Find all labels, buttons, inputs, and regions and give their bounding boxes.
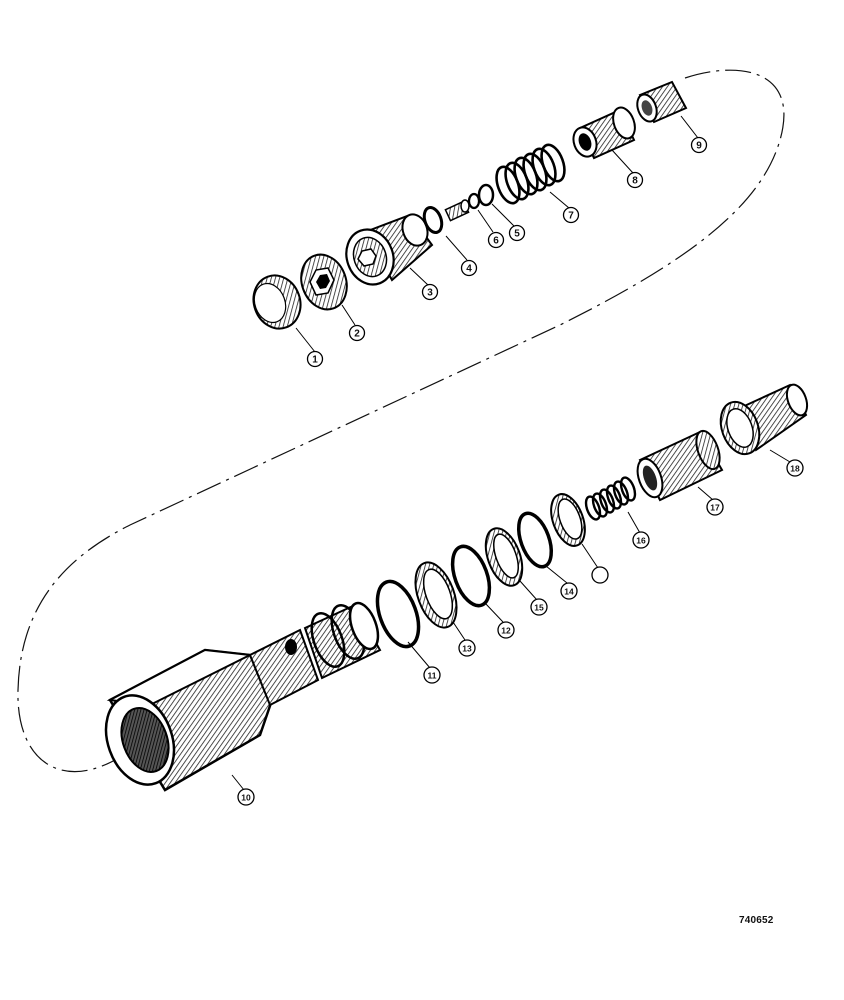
callout-1-label: 1 bbox=[312, 355, 318, 366]
part-3-threaded-body bbox=[345, 213, 434, 286]
callout-11: 11 bbox=[423, 666, 441, 684]
callout-6-label: 6 bbox=[493, 236, 499, 247]
callout-4-label: 4 bbox=[466, 264, 472, 275]
part-10-hex-housing bbox=[104, 601, 382, 792]
part-15-backup-ring bbox=[484, 527, 524, 587]
part-4-stem bbox=[444, 199, 470, 222]
callout-1: 1 bbox=[306, 350, 324, 368]
callout-12-label: 12 bbox=[501, 626, 511, 636]
callout-14-label: 14 bbox=[564, 587, 574, 597]
callout-18: 18 bbox=[786, 459, 804, 477]
callout-5: 5 bbox=[508, 224, 526, 242]
part-18-flanged-sleeve bbox=[719, 383, 809, 456]
callout-7-label: 7 bbox=[568, 211, 574, 222]
callout-13: 13 bbox=[458, 639, 476, 657]
callout-11-label: 11 bbox=[428, 671, 437, 681]
callout-13-label: 13 bbox=[462, 644, 472, 654]
callout-16: 16 bbox=[632, 531, 650, 549]
part-11-o-ring bbox=[375, 579, 421, 649]
part-8-seat bbox=[572, 106, 636, 160]
part-13-backup-ring bbox=[414, 561, 458, 629]
part-12-o-ring bbox=[450, 544, 492, 608]
callout-15: 15 bbox=[530, 598, 548, 616]
callout-3: 3 bbox=[421, 283, 439, 301]
callout-16-label: 16 bbox=[636, 536, 646, 546]
callout-14: 14 bbox=[560, 582, 578, 600]
part-7-spring bbox=[495, 143, 566, 205]
callout-3-label: 3 bbox=[427, 288, 433, 299]
leader-lines bbox=[231, 115, 791, 791]
callout-17: 17 bbox=[706, 498, 724, 516]
callout-10: 10 bbox=[237, 788, 255, 806]
callout-2: 2 bbox=[348, 324, 366, 342]
part-1-cap bbox=[252, 274, 302, 330]
callout-8: 8 bbox=[626, 171, 644, 189]
callout-15-label: 15 bbox=[534, 603, 544, 613]
part-19-backup-ring bbox=[550, 493, 586, 547]
callout-6: 6 bbox=[487, 231, 505, 249]
part-5-ring bbox=[477, 183, 495, 207]
callout-5-label: 5 bbox=[514, 229, 520, 240]
callout-9: 9 bbox=[690, 136, 708, 154]
part-14-o-ring bbox=[516, 511, 554, 569]
callout-7: 7 bbox=[562, 206, 580, 224]
part-17-sleeve bbox=[636, 429, 724, 502]
callout-4: 4 bbox=[460, 259, 478, 277]
part-4-o-ring bbox=[422, 205, 444, 235]
part-2-hex-plug bbox=[300, 253, 348, 311]
callout-18-label: 18 bbox=[790, 464, 800, 474]
callout-10-label: 10 bbox=[241, 793, 251, 803]
callout-12: 12 bbox=[497, 621, 515, 639]
part-9-sleeve bbox=[636, 80, 688, 124]
callout-2-label: 2 bbox=[354, 329, 360, 340]
callout-19 bbox=[591, 566, 609, 584]
callout-8-label: 8 bbox=[632, 176, 638, 187]
callout-9-label: 9 bbox=[696, 141, 702, 152]
part-16-spring bbox=[584, 476, 637, 521]
drawing-number: 740652 bbox=[739, 915, 774, 926]
callout-17-label: 17 bbox=[710, 503, 720, 513]
